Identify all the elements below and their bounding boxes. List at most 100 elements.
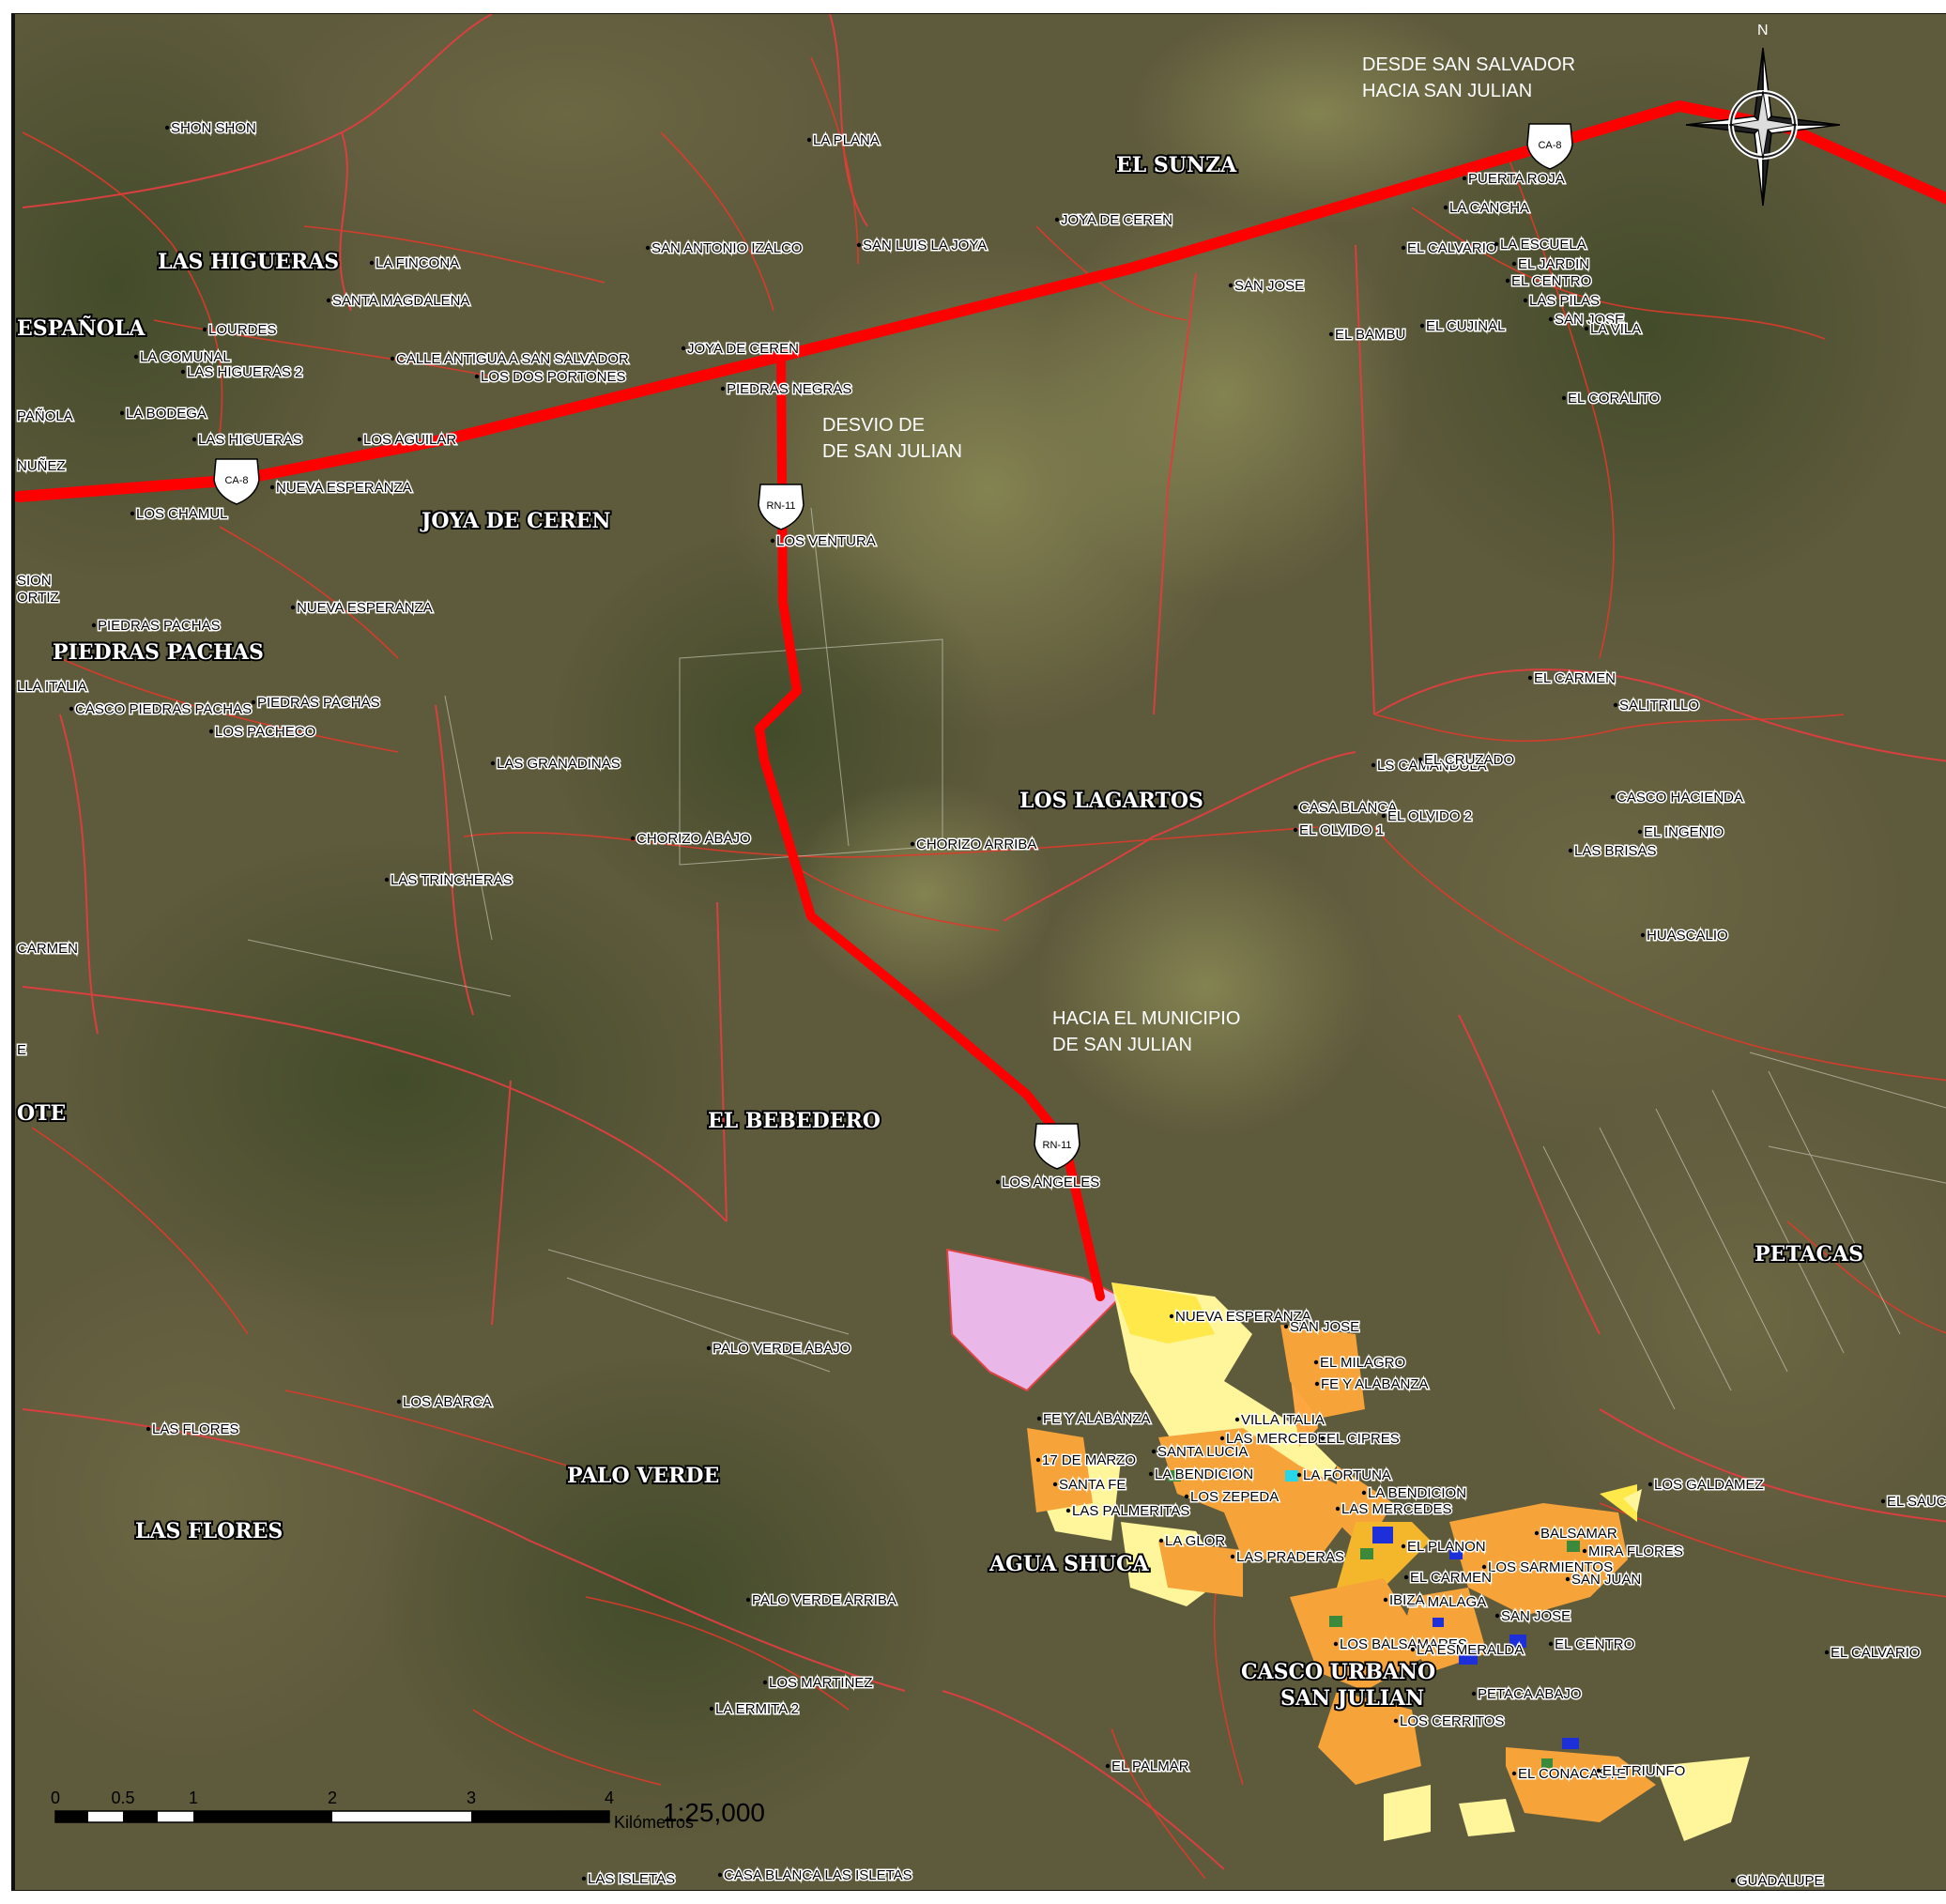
place-dot xyxy=(1052,1482,1058,1487)
place-label: CHORIZO ARRIBA xyxy=(916,837,1036,852)
place-label: LOS GALDAMEZ xyxy=(1654,1477,1764,1493)
casco-urbano-sublabel: SAN JULIAN xyxy=(1280,1686,1424,1711)
region-label: ESPAÑOLA xyxy=(17,315,146,341)
place-label: VILLA ITALIA xyxy=(1241,1412,1325,1428)
place-dot xyxy=(1293,827,1298,833)
place-dot xyxy=(1296,1472,1302,1478)
place-label: LOS AGUILAR xyxy=(363,432,456,448)
place-label: LOS BALSAMARES xyxy=(1340,1636,1467,1652)
place-label: EL CALVARIO xyxy=(1407,240,1497,256)
place-dot xyxy=(995,1179,1001,1185)
parcel-lines xyxy=(247,507,1946,1410)
place-dot xyxy=(1314,1381,1320,1387)
region-label: PETACAS xyxy=(1754,1242,1863,1267)
place-label: LOS SARMIENTOS xyxy=(1488,1559,1613,1575)
scale-unit: Kilómetros xyxy=(614,1813,694,1832)
place-label: 17 DE MARZO xyxy=(1042,1452,1136,1468)
place-dot xyxy=(1158,1538,1164,1543)
place-label: LOS ABARCA xyxy=(403,1394,492,1410)
place-dot xyxy=(202,327,207,332)
place-label: JOYA DE CEREN xyxy=(687,341,799,357)
place-dot xyxy=(745,1597,751,1603)
place-label: LA BENDICION xyxy=(1368,1485,1466,1501)
place-dot xyxy=(326,298,331,303)
place-dot xyxy=(645,245,651,251)
place-dot xyxy=(1230,1554,1235,1559)
place-label: CASA BLANCA LAS ISLETAS xyxy=(724,1867,912,1883)
place-dot xyxy=(1443,205,1448,210)
place-dot xyxy=(1494,241,1499,247)
place-dot xyxy=(1105,1763,1111,1769)
place-label: EL CARMEN xyxy=(1410,1570,1492,1586)
place-dot xyxy=(1596,1768,1601,1773)
place-label: LA GLOR xyxy=(1165,1533,1225,1549)
place-dot xyxy=(1054,217,1060,223)
place-label: LA MALAGA xyxy=(1407,1594,1486,1610)
place-dot xyxy=(130,511,135,516)
place-label: EL PALMAR xyxy=(1111,1758,1189,1774)
place-label: CASCO PIEDRAS PACHAS xyxy=(75,701,252,717)
place-dot xyxy=(269,484,275,490)
place-label: EL MILAGRO xyxy=(1320,1355,1405,1371)
place-label: BALSAMAR xyxy=(1540,1526,1617,1542)
place-dot xyxy=(1511,1771,1517,1776)
route-shield-label: RN-11 xyxy=(767,500,796,512)
place-label: JOYA DE CEREN xyxy=(1061,212,1172,228)
place-dot xyxy=(1313,1359,1319,1365)
place-label: LAS PALMERITAS xyxy=(1072,1503,1189,1519)
place-dot xyxy=(1393,1718,1399,1724)
place-label: NUEVA ESPERANZA xyxy=(297,600,433,616)
route-shield-icon: CA-8 xyxy=(1526,123,1573,170)
place-label: LA FORTUNA xyxy=(1303,1467,1391,1483)
place-label: LAS TRINCHERAS xyxy=(391,872,513,888)
route-shield-icon: RN-11 xyxy=(758,484,804,530)
place-label: EL CIPRES xyxy=(1326,1431,1400,1447)
place-dot xyxy=(251,699,256,705)
place-label: LAS GRANADINAS xyxy=(497,756,621,772)
direction-note-line2: DE SAN JULIAN xyxy=(822,441,962,462)
place-label: LAS PILAS xyxy=(1529,293,1600,309)
place-dot xyxy=(1371,762,1376,768)
place-label: LAS PRADERAS xyxy=(1236,1549,1344,1565)
place-dot xyxy=(1151,1449,1157,1454)
place-label: EL BAMBU xyxy=(1335,327,1405,343)
place-label: SAN JOSE xyxy=(1234,278,1304,294)
place-label: SAN LUIS LA JOYA xyxy=(863,238,987,253)
scale-tick-label: 3 xyxy=(467,1789,476,1807)
place-label: LOS ZEPEDA xyxy=(1190,1489,1279,1505)
place-dot xyxy=(1417,757,1423,762)
place-label: HUASCALIO xyxy=(1647,928,1728,944)
place-dot xyxy=(91,622,97,628)
place-dot xyxy=(1320,1436,1325,1441)
place-dot xyxy=(770,538,775,544)
place-label: EL CENTRO xyxy=(1555,1636,1634,1652)
place-dot xyxy=(1148,1471,1154,1477)
direction-note-line1: DESDE SAN SALVADOR xyxy=(1362,54,1575,75)
place-dot xyxy=(1481,1564,1487,1570)
place-label: LOS MARTINEZ xyxy=(769,1675,873,1691)
region-label: LAS HIGUERAS xyxy=(158,250,339,274)
place-label: GUADALUPE xyxy=(1737,1873,1824,1889)
place-label: LOS CERRITOS xyxy=(1400,1713,1504,1729)
place-dot xyxy=(119,410,125,416)
place-dot xyxy=(133,354,139,360)
place-dot xyxy=(1234,1417,1240,1422)
place-dot xyxy=(390,356,395,361)
route-shield-icon: CA-8 xyxy=(213,458,260,505)
place-dot xyxy=(1169,1313,1174,1319)
place-label: LA VILA xyxy=(1590,321,1641,337)
place-dot xyxy=(1401,245,1406,251)
place-dot xyxy=(1730,1878,1736,1883)
place-dot xyxy=(706,1345,712,1351)
place-label: SAN ANTONIO IZALCO xyxy=(651,240,803,256)
compass-rose-icon: N xyxy=(1685,23,1841,207)
place-label: LOS CHAMUL xyxy=(136,506,228,522)
place-label: PALO VERDE ARRIBA xyxy=(752,1592,896,1608)
region-label: AGUA SHUCA xyxy=(988,1552,1149,1576)
place-label: SANTA FE xyxy=(1059,1477,1126,1493)
place-label: LLA ITALIA xyxy=(17,679,87,695)
place-label: LOS PACHECO xyxy=(215,724,315,740)
place-label: PIEDRAS NEGRAS xyxy=(727,381,851,397)
